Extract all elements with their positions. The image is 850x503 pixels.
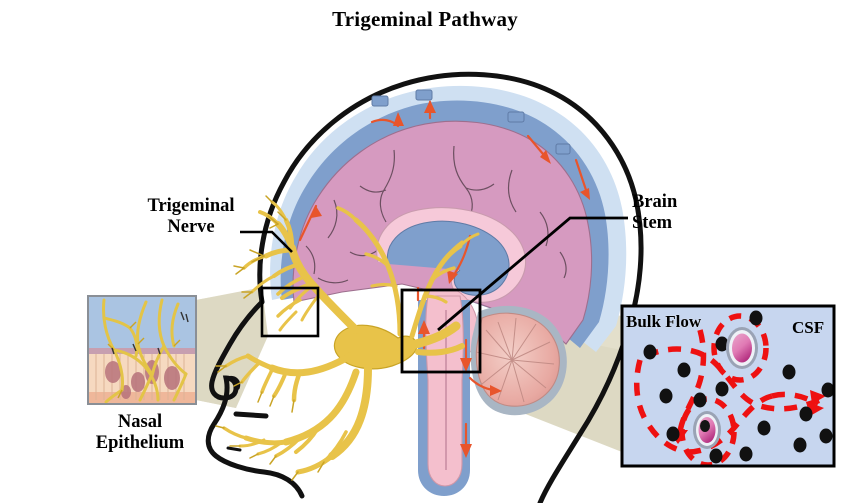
head-and-brain bbox=[205, 71, 644, 503]
nasal-callout-box bbox=[260, 286, 320, 338]
label-brain-stem: Brain Stem bbox=[632, 192, 678, 233]
label-trigeminal-nerve: Trigeminal Nerve bbox=[147, 196, 235, 237]
cerebellum bbox=[475, 312, 560, 407]
csf-cell-lower bbox=[693, 411, 721, 449]
label-bulk-flow: Bulk Flow bbox=[626, 312, 702, 331]
leader-line-brain-stem bbox=[437, 216, 628, 332]
brainstem-callout-box bbox=[400, 288, 482, 374]
nasal-epithelium-inset bbox=[87, 295, 197, 405]
label-nasal-epithelium: Nasal Epithelium bbox=[95, 412, 185, 453]
cerebellum-folia bbox=[475, 317, 555, 403]
face-profile bbox=[205, 299, 305, 499]
label-csf: CSF bbox=[792, 318, 825, 337]
head-outline bbox=[257, 71, 644, 503]
csf-inset bbox=[620, 304, 836, 468]
arachnoid-villi bbox=[371, 89, 571, 155]
leader-line-trigeminal-nerve bbox=[240, 230, 293, 253]
trigeminal-ganglion bbox=[333, 324, 418, 370]
page-title: Trigeminal Pathway bbox=[332, 7, 518, 31]
csf-cell-upper bbox=[726, 327, 758, 369]
nanoparticle-dots bbox=[643, 310, 834, 464]
chin-line bbox=[226, 446, 242, 452]
nostril bbox=[226, 375, 241, 390]
mouth-line bbox=[233, 411, 269, 419]
csf-flow-arrows bbox=[298, 100, 590, 458]
trigeminal-nerve-network bbox=[215, 195, 480, 481]
